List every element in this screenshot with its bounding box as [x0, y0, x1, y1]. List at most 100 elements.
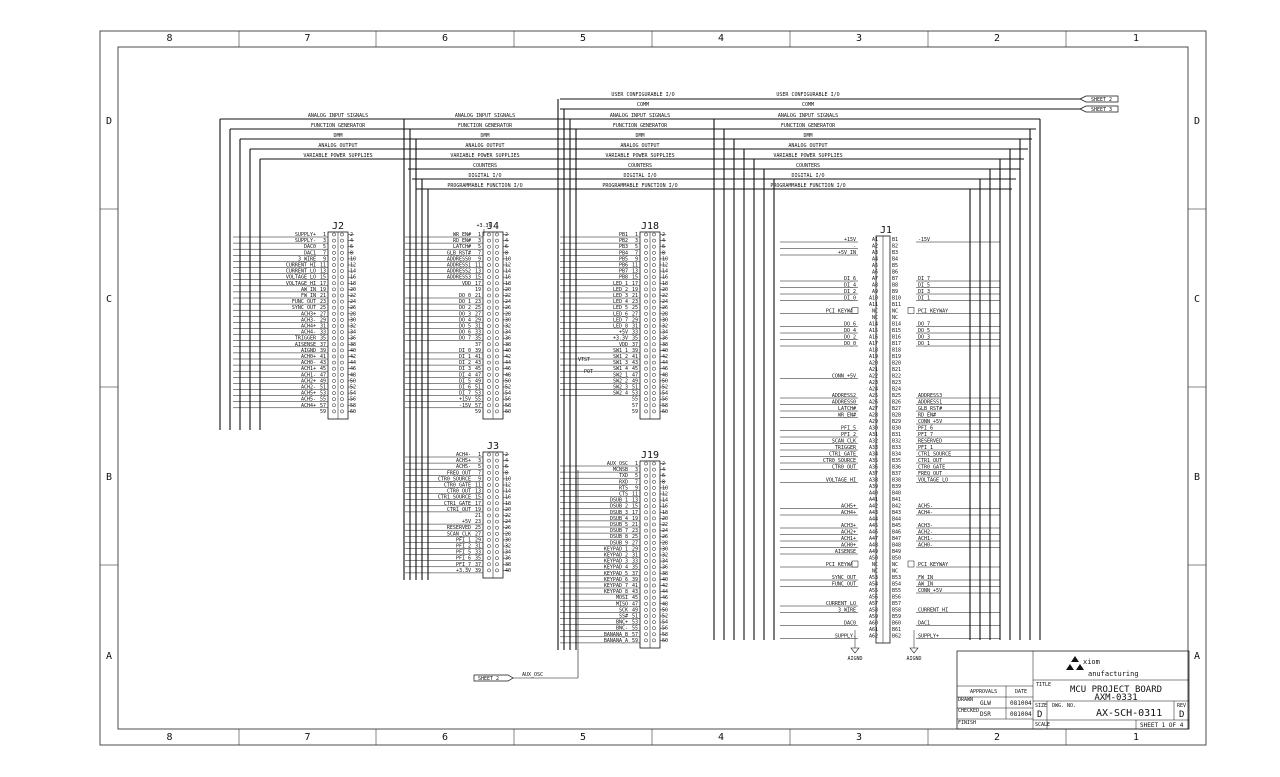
pin-number: 25 [320, 305, 326, 311]
pin-number: 58 [350, 403, 356, 409]
pin-number: 9 [323, 256, 326, 262]
pin-number: A36 [869, 465, 878, 471]
pin-number: 17 [475, 281, 481, 287]
pin-number: 38 [505, 562, 511, 568]
pin-number: 47 [320, 372, 326, 378]
pin-signal: ACH2+ [841, 530, 856, 536]
pin-number: 33 [475, 330, 481, 336]
pin-number: 14 [505, 269, 511, 275]
pin-number: 7 [635, 479, 638, 485]
pin-signal: +15V [459, 397, 471, 403]
pin-number: 26 [505, 305, 511, 311]
pin-number: 18 [505, 281, 511, 287]
pin-number: A39 [869, 484, 878, 490]
pin-number: 9 [635, 485, 638, 491]
pin-number: B57 [892, 601, 901, 607]
pin-number: 30 [505, 317, 511, 323]
zone-col-label-top: 4 [718, 33, 724, 44]
pin-number: B33 [892, 445, 901, 451]
pin-number: 31 [475, 324, 481, 330]
pin-signal: SW1_4 [613, 366, 628, 372]
pin-number: 8 [662, 479, 665, 485]
pin-signal: VDD [462, 281, 471, 287]
pin-number: A33 [869, 445, 878, 451]
pin-signal: CTR0_OUT [447, 489, 471, 495]
pin-number: A11 [869, 302, 878, 308]
zone-col-label-top: 5 [580, 33, 586, 44]
pin-number: 12 [505, 263, 511, 269]
pin-number: 9 [478, 476, 481, 482]
pin-signal: CTR1_OUT [918, 458, 942, 464]
pin-signal: DI_7 [918, 276, 930, 282]
zone-row-label-right: A [1194, 651, 1200, 662]
pin-signal: DI_2 [844, 289, 856, 295]
pin-number: A3 [872, 250, 878, 256]
pin-number: 3 [478, 458, 481, 464]
pin-number: B46 [892, 530, 901, 536]
pin-signal: CURRENT_LO [286, 269, 316, 275]
pin-signal: - [853, 244, 856, 250]
pin-number: 36 [505, 556, 511, 562]
pin-signal: SUPPLY+ [295, 232, 316, 238]
pin-signal: DO_1 [918, 341, 930, 347]
size-label: SIZE [1035, 703, 1047, 709]
pin-signal: ACH0+ [301, 354, 316, 360]
pin-number: B16 [892, 335, 901, 341]
pin-signal: AUX_OSC [607, 461, 628, 467]
pin-number: 36 [350, 336, 356, 342]
pin-signal: DO_5 [918, 328, 930, 334]
pin-signal: SW1_1 [613, 348, 628, 354]
pin-signal: DO_1 [459, 299, 471, 305]
pin-signal: VOLTAGE_HI [286, 281, 316, 287]
pin-signal: KEYPAD_1 [604, 546, 628, 552]
pin-signal: DI_2 [459, 360, 471, 366]
pin-number: 4 [505, 238, 508, 244]
pin-number: 31 [475, 544, 481, 550]
pin-number: 59 [632, 409, 638, 415]
pin-signal: PB5 [619, 256, 628, 262]
pin-signal: DO_6 [459, 330, 471, 336]
zone-row-label-right: B [1194, 472, 1200, 483]
bus-label: VARIABLE POWER SUPPLIES [450, 153, 519, 159]
pin-number: 19 [475, 507, 481, 513]
pin-signal: PFI_1 [456, 537, 471, 543]
pin-number: A62 [869, 634, 878, 640]
pin-signal: ACH5+ [841, 504, 856, 510]
pin-signal: SW2_1 [613, 372, 628, 378]
pin-signal: +3.3V [613, 336, 628, 342]
bus-label: VARIABLE POWER SUPPLIES [773, 153, 842, 159]
pin-number: 39 [475, 348, 481, 354]
pin-number: 53 [632, 620, 638, 626]
pin-number: A20 [869, 361, 878, 367]
bus-label-user-io-1: USER CONFIGURABLE I/O [611, 92, 674, 98]
pin-signal: DI_0 [844, 296, 856, 302]
pin-number: 26 [350, 305, 356, 311]
pin-signal: AISENSE [835, 549, 856, 555]
zone-col-label-top: 6 [442, 33, 448, 44]
pin-number: 8 [505, 250, 508, 256]
pin-signal: -15V [918, 237, 930, 243]
pin-number: B14 [892, 322, 901, 328]
pin-number: 8 [505, 470, 508, 476]
pin-number: 16 [505, 495, 511, 501]
pin-number: A9 [872, 289, 878, 295]
pin-number: 20 [662, 287, 668, 293]
pin-signal: CTR0_OUT [832, 465, 856, 471]
bus-label: ANALOG INPUT SIGNALS [455, 113, 515, 119]
offsheet-connector-3 [1079, 105, 1119, 113]
zone-col-label-top: 1 [1133, 33, 1139, 44]
pin-number: 32 [505, 324, 511, 330]
pin-number: 7 [323, 250, 326, 256]
aux-osc-label: AUX_OSC [522, 672, 543, 678]
pin-number: 13 [632, 498, 638, 504]
pin-number: A16 [869, 335, 878, 341]
sheet-number: SHEET 1 OF 4 [1140, 722, 1184, 729]
pin-signal: DO_7 [459, 336, 471, 342]
pin-number: 57 [320, 403, 326, 409]
pin-number: 2 [662, 461, 665, 467]
pin-number: 52 [662, 385, 668, 391]
pin-number: NC [892, 309, 898, 315]
pin-signal: TRIGGER [835, 445, 857, 451]
pin-number: 48 [350, 372, 356, 378]
pin-number: 48 [662, 372, 668, 378]
